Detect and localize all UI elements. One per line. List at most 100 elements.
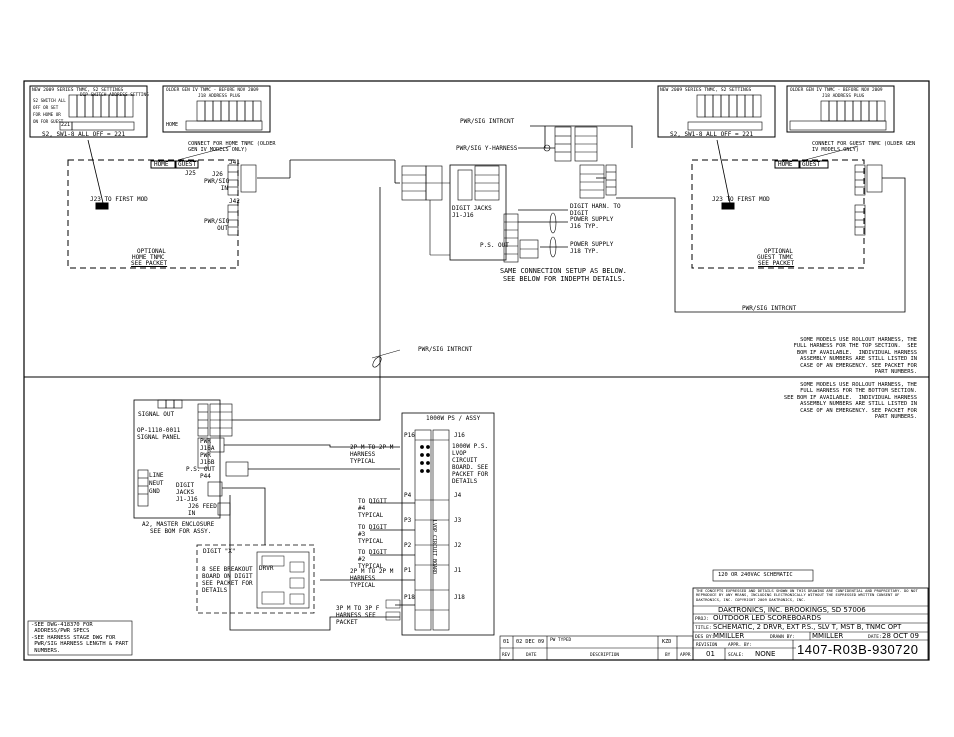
scale: NONE — [755, 650, 776, 658]
ps-p4: P4 — [404, 492, 412, 499]
ps-p1: P1 — [404, 567, 412, 574]
note-top-section: SOME MODELS USE ROLLOUT HARNESS, THE FUL… — [793, 337, 917, 376]
rev-label: REVISION — [696, 643, 718, 648]
j23-left: J23 TO FIRST MOD — [90, 196, 148, 203]
ps-j4: J4 — [454, 492, 462, 499]
j26-left: J26 — [212, 171, 223, 178]
p44: P44 — [200, 473, 211, 480]
digit-x-box — [196, 544, 315, 614]
same-conn-1: SAME CONNECTION SETUP AS BELOW. — [500, 267, 627, 275]
p3-harness: 3P M TO 3P F HARNESS SEE PACKET — [336, 605, 380, 626]
optional-1-left: OPTIONAL — [137, 248, 166, 255]
scale-label: SCALE: — [728, 653, 744, 658]
ps-side: LVOP CIRCUIT BOARD — [431, 520, 437, 575]
j26-feed: J26 FEED IN — [188, 503, 217, 517]
home-label-left: HOME — [154, 161, 169, 168]
connect-note-right: CONNECT FOR GUEST TNMC (OLDER GEN IV MOD… — [812, 141, 916, 153]
optional-2-left: HOME TNMC — [132, 254, 165, 261]
rev-row-date: 02 DEC 09 — [516, 639, 545, 645]
drawn-label: DRAWN BY: — [770, 635, 795, 640]
revision: 01 — [706, 650, 715, 658]
to-digit-4: TO DIGIT #4 TYPICAL — [358, 498, 387, 519]
schematic-tag: 120 OR 240VAC SCHEMATIC — [718, 572, 793, 578]
pwr-j16a: PWR J16A — [200, 438, 215, 452]
to-digit-2: TO DIGIT #2 TYPICAL — [358, 549, 387, 570]
older-box-left — [162, 85, 271, 133]
home-label-right: HOME — [778, 161, 793, 168]
gnd-label: GND — [149, 488, 160, 495]
j23-right: J23 TO FIRST MOD — [712, 196, 770, 203]
j41-left: J41 — [229, 159, 240, 166]
drawn-by: MMILLER — [812, 632, 844, 640]
j25-left: J25 — [185, 170, 196, 177]
power-supply-2: POWER SUPPLY — [570, 241, 614, 248]
older-sub-right: J18 ADDRESS PLUG — [822, 94, 865, 99]
ps-p3: P3 — [404, 517, 412, 524]
older-home-left: HOME — [166, 122, 179, 128]
hdr-appr: APPR — [680, 653, 691, 658]
ps-j16: J16 — [454, 432, 465, 439]
pm-harness-1: 2P M TO 2P M HARNESS TYPICAL — [350, 444, 394, 465]
drawing-number: 1407-R03B-930720 — [797, 642, 919, 657]
ps-j2: J2 — [454, 542, 462, 549]
optional-3-left: SEE PACKET — [131, 260, 168, 267]
digit-jacks-bottom: DIGIT JACKS J1-J16 — [176, 482, 198, 503]
ps-assy — [401, 412, 495, 636]
sheet-border — [23, 80, 930, 661]
sw-all-off-right: S2, SW1-8 ALL OFF = 221 — [670, 131, 754, 138]
proj-label: PROJ: — [695, 617, 709, 622]
designer: MMILLER — [713, 632, 745, 640]
ps-lvop: 1000W P.S. LVOP CIRCUIT BOARD. SEE PACKE… — [452, 443, 489, 485]
neut-label: NEUT — [149, 480, 164, 487]
project: OUTDOOR LED SCOREBOARDS — [713, 614, 822, 622]
older-box-right — [786, 85, 895, 133]
master-2: SEE BOM FOR ASSY. — [150, 528, 212, 535]
date-label: DATE: — [868, 635, 882, 640]
sw-box-value-left: 221 — [61, 122, 71, 128]
guest-tnmc-box — [691, 159, 865, 269]
to-digit-3: TO DIGIT #3 TYPICAL — [358, 524, 387, 545]
optional-3-right: SEE PACKET — [758, 260, 795, 267]
des-label: DES BY: — [695, 635, 715, 640]
title-block — [692, 587, 929, 661]
digit-harn-center: DIGIT HARN. TO DIGIT — [570, 203, 621, 217]
optional-1-right: OPTIONAL — [764, 248, 793, 255]
sw-all-off-left: S2, SW1-8 ALL OFF = 221 — [42, 131, 126, 138]
digit-x: DIGIT "X" — [203, 548, 236, 555]
pwr-intrcnt-right: PWR/SIG INTRCNT — [742, 305, 797, 312]
guest-label-right: GUEST — [802, 161, 821, 168]
connect-note-left: CONNECT FOR HOME TNMC (OLDER GEN IV MODE… — [188, 141, 276, 153]
pwr-intrcnt-top: PWR/SIG INTRCNT — [460, 118, 515, 125]
sw-box-right — [657, 85, 776, 138]
drvr-label: DRVR — [259, 565, 274, 572]
drawing-date: 28 OCT 09 — [882, 632, 919, 640]
hdr-rev: REV — [502, 653, 510, 658]
appd-label: APPR. BY: — [728, 643, 752, 648]
note-see-dwg: -SEE DWG-418370 FOR ADDRESS/PWR SPECS -S… — [31, 622, 129, 654]
power-supply-1: POWER SUPPLY — [570, 216, 614, 223]
ps-j18: J18 — [454, 594, 465, 601]
guest-label-left: GUEST — [178, 161, 197, 168]
sw-box-left — [29, 85, 148, 138]
ps-out-center: P.S. OUT — [480, 242, 509, 249]
rev-row-by: KZD — [662, 639, 672, 645]
op-panel: OP-1110-0011 SIGNAL PANEL — [137, 427, 181, 441]
master-1: A2, MASTER ENCLOSURE — [142, 521, 215, 528]
optional-2-right: GUEST TNMC — [757, 254, 794, 261]
line-label: LINE — [149, 472, 164, 479]
pwr-intrcnt-mid: PWR/SIG INTRCNT — [418, 346, 473, 353]
sw-box-caption-left: NEW 2009 SERIES TNMC, S2 SETTINGS — [32, 88, 124, 93]
same-conn-2: SEE BELOW FOR INDEPTH DETAILS. — [503, 275, 626, 283]
note-bottom-section: SOME MODELS USE ROLLOUT HARNESS, THE FUL… — [783, 382, 917, 421]
hdr-by: BY — [665, 653, 671, 658]
j18-typ: J18 TYP. — [570, 248, 599, 255]
pwr-in-left: PWR/SIG IN — [204, 178, 230, 192]
signal-out: SIGNAL OUT — [138, 411, 175, 418]
ps-p2: P2 — [404, 542, 412, 549]
pwr-j16b: PWR J16B — [200, 452, 215, 466]
hdr-desc: DESCRIPTION — [590, 653, 620, 658]
sw-box-note-left: S2 SWITCH ALL OFF OR SET FOR HOME OR ON … — [33, 98, 66, 124]
j42-left: J42 — [229, 198, 240, 205]
breakout-note: 8 SEE BREAKOUT BOARD ON DIGIT SEE PACKET… — [202, 566, 253, 594]
